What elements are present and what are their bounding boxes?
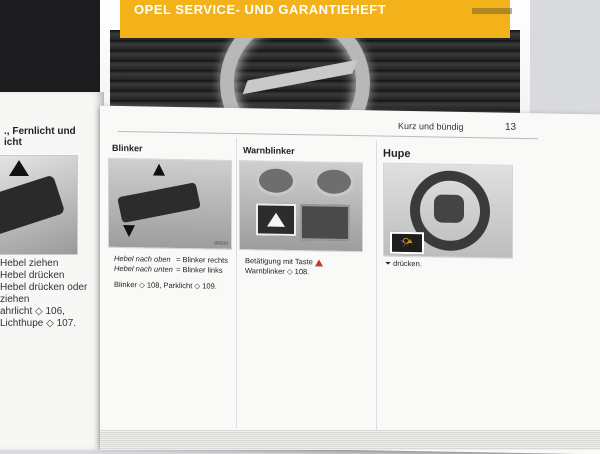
list-item: Hebel drücken oder xyxy=(0,282,88,293)
page-number: 13 xyxy=(505,121,517,133)
lever-illustration xyxy=(117,182,201,224)
booklet-title: OPEL SERVICE- UND GARANTIEHEFT xyxy=(134,2,387,17)
booklet-corner-note xyxy=(472,8,512,14)
blinker-illustration: 86000 xyxy=(108,157,232,250)
warnblinker-section: Warnblinker Betätigung mit Taste Warnbli… xyxy=(236,138,379,431)
caption-text: Betätigung mit Taste xyxy=(245,256,313,267)
caption-text: Warnblinker ◇ 108. xyxy=(245,266,310,277)
list-item: Lichthupe ◇ 107. xyxy=(0,318,77,329)
hupe-section: Hupe 📯 ⏷ drücken. xyxy=(376,140,519,433)
caption-label: Hebel nach unten xyxy=(114,263,173,274)
section-title: Hupe xyxy=(383,147,411,161)
list-item: Hebel ziehen xyxy=(0,258,59,269)
blinker-caption: Hebel nach oben = Blinker rechts Hebel n… xyxy=(114,254,228,292)
air-vent-icon xyxy=(314,166,354,198)
list-item: ziehen xyxy=(0,294,30,305)
lever-illustration xyxy=(0,174,66,238)
heading-line: icht xyxy=(4,137,22,148)
list-item: ahrlicht ◇ 106, xyxy=(0,306,65,317)
steering-wheel-illustration: 📯 xyxy=(383,162,513,259)
caption-refs: Blinker ◇ 108, Parklicht ◇ 109. xyxy=(114,279,217,291)
page-header: Kurz und bündig xyxy=(398,120,464,132)
heading-line: ., Fernlicht und xyxy=(4,126,76,137)
left-page: ., Fernlicht und icht Hebel ziehen Hebel… xyxy=(0,92,104,450)
arrow-icon xyxy=(9,160,29,176)
blinker-section: Blinker 86000 Hebel nach oben = Blinker … xyxy=(106,136,248,428)
caption-value: = Blinker rechts xyxy=(176,254,228,265)
page-edges xyxy=(100,430,600,450)
title-band xyxy=(120,0,510,38)
arrow-up-icon xyxy=(153,163,165,176)
horn-icon: ⏷ xyxy=(385,258,391,268)
list-item: Hebel drücken xyxy=(0,270,65,281)
right-page: Kurz und bündig 13 Blinker 86000 Hebel n… xyxy=(100,105,600,454)
arrow-down-icon xyxy=(123,225,135,238)
caption-row: ⏷ drücken. xyxy=(385,259,422,270)
dashboard-illustration xyxy=(239,160,363,253)
section-title: Blinker xyxy=(112,142,143,154)
hupe-caption: ⏷ drücken. xyxy=(385,259,422,270)
display-screen xyxy=(300,204,350,241)
caption-value: = Blinker links xyxy=(176,264,223,275)
wheel-hub xyxy=(434,194,464,223)
section-title: Warnblinker xyxy=(243,145,295,157)
left-page-list: Hebel ziehen Hebel drücken Hebel drücken… xyxy=(0,258,87,330)
warnblinker-caption: Betätigung mit Taste Warnblinker ◇ 108. xyxy=(245,256,323,277)
image-code: 86000 xyxy=(214,240,228,247)
warning-triangle-icon xyxy=(314,258,323,267)
left-page-heading: ., Fernlicht und icht xyxy=(4,126,76,148)
hazard-button-icon xyxy=(256,203,296,237)
air-vent-icon xyxy=(256,165,296,197)
horn-icon: 📯 xyxy=(390,231,424,255)
caption-row: Hebel nach unten = Blinker links xyxy=(114,264,228,276)
stalk-diagram xyxy=(0,155,78,255)
warning-triangle-icon xyxy=(267,212,285,227)
caption-text: drücken. xyxy=(393,258,422,269)
